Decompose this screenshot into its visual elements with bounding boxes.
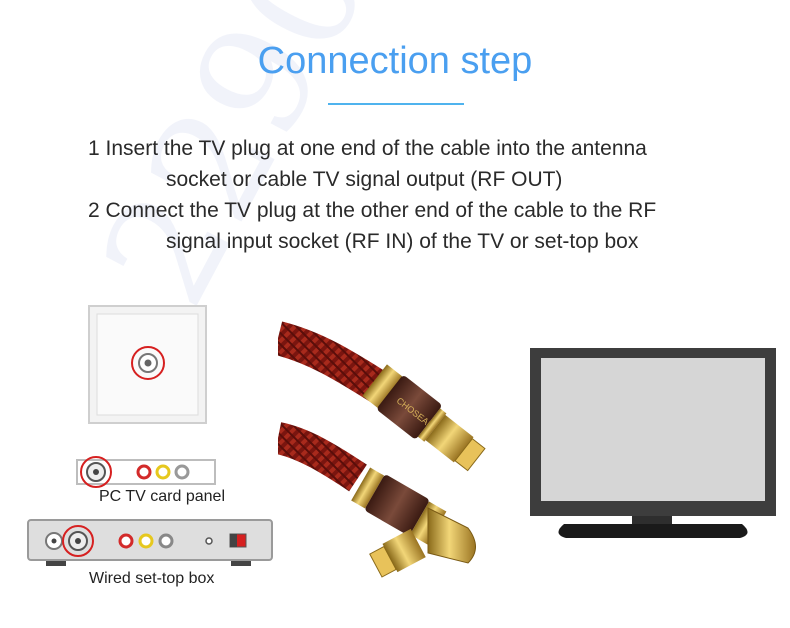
pc-tv-card-panel [76, 456, 216, 488]
step-1-line-2: socket or cable TV signal output (RF OUT… [166, 168, 563, 191]
page-title: Connection step [257, 40, 533, 82]
title-divider [328, 103, 464, 105]
set-top-box [27, 519, 273, 566]
coaxial-tv-cable: CHOSEAL [278, 321, 486, 578]
wall-antenna-socket [88, 305, 207, 424]
pc-tv-card-caption: PC TV card panel [99, 488, 225, 505]
set-top-box-caption: Wired set-top box [89, 570, 215, 587]
step-2-line-1: 2 Connect the TV plug at the other end o… [88, 199, 657, 222]
step-2-line-2: signal input socket (RF IN) of the TV or… [166, 230, 639, 253]
television [530, 348, 776, 538]
step-1-line-1: 1 Insert the TV plug at one end of the c… [88, 137, 647, 160]
